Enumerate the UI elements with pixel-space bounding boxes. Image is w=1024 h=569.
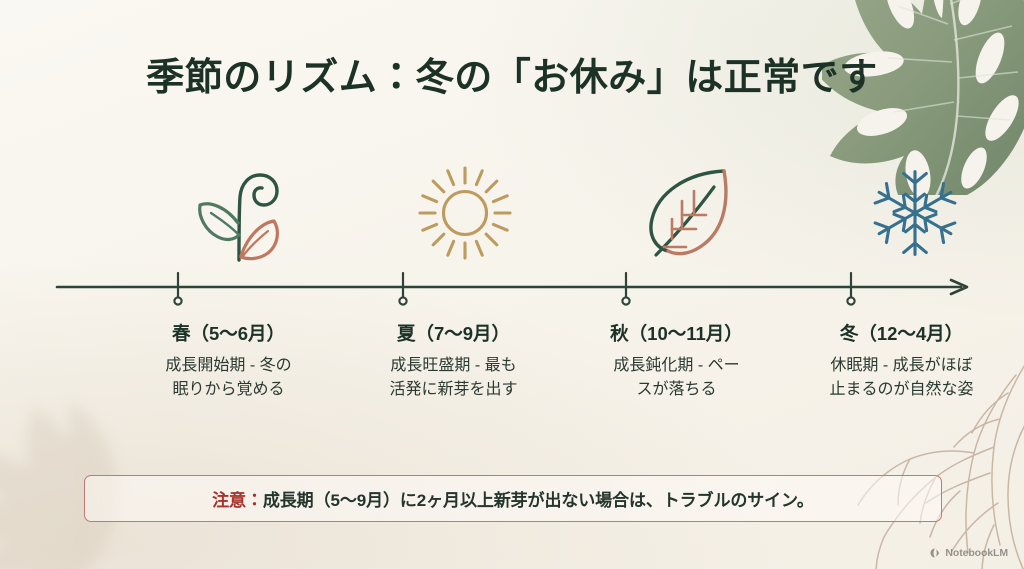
- season-body-line2-spring: 眠りから覚める: [172, 381, 285, 399]
- warning-callout-box: 注意：成長期（5〜9月）に2ヶ月以上新芽が出ない場合は、トラブルのサイン。: [84, 475, 942, 522]
- season-title-winter: 冬（12〜4月）: [839, 323, 964, 344]
- sprout-icon: [198, 172, 279, 262]
- warning-text-wrapper: 注意：成長期（5〜9月）に2ヶ月以上新芽が出ない場合は、トラブルのサイン。: [212, 486, 814, 511]
- page-title: 季節のリズム：冬の「お休み」は正常です: [146, 57, 878, 99]
- notebooklm-watermark: NotebookLM: [929, 547, 1008, 559]
- season-title-summer: 夏（7〜9月）: [396, 323, 511, 344]
- season-body-winter: 休眠期 - 成長がほぼ 止まるのが自然な姿: [794, 354, 1009, 403]
- season-body-line1-autumn: 成長鈍化期 - ペー: [613, 357, 740, 375]
- season-icon-winter: [855, 155, 975, 270]
- warning-separator: ：: [245, 491, 263, 510]
- season-body-line1-summer: 成長旺盛期 - 最も: [390, 357, 517, 375]
- season-body-line2-autumn: スが落ちる: [636, 381, 717, 399]
- notebooklm-logo-icon: [930, 548, 940, 558]
- timeline-ticks: [176, 271, 853, 299]
- warning-message: 成長期（5〜9月）に2ヶ月以上新芽が出ない場合は、トラブルのサイン。: [262, 491, 814, 510]
- season-body-spring: 成長開始期 - 冬の 眠りから覚める: [121, 354, 336, 403]
- season-icon-summer: [405, 155, 525, 270]
- timeline-arrow-icon: [949, 278, 969, 296]
- season-body-summer: 成長旺盛期 - 最も 活発に新芽を出す: [346, 354, 561, 403]
- timeline-svg: [55, 271, 969, 306]
- season-icon-autumn: [630, 155, 750, 270]
- watermark-label: NotebookLM: [945, 547, 1008, 559]
- season-caption-autumn: 秋（10〜11月） 成長鈍化期 - ペー スが落ちる: [569, 322, 784, 403]
- season-body-autumn: 成長鈍化期 - ペー スが落ちる: [569, 354, 784, 403]
- snowflake-icon: [873, 169, 957, 256]
- season-caption-summer: 夏（7〜9月） 成長旺盛期 - 最も 活発に新芽を出す: [346, 322, 561, 403]
- timeline-dots: [173, 296, 856, 306]
- timeline-axis: [55, 268, 975, 314]
- season-body-line2-summer: 活発に新芽を出す: [389, 381, 518, 399]
- leaf-icon: [649, 168, 728, 257]
- warning-label: 注意: [212, 491, 246, 510]
- season-body-line2-winter: 止まるのが自然な姿: [829, 381, 974, 399]
- season-body-line1-spring: 成長開始期 - 冬の: [165, 357, 292, 375]
- sun-icon: [418, 165, 512, 260]
- season-icon-spring: [180, 155, 300, 270]
- season-captions-row: 春（5〜6月） 成長開始期 - 冬の 眠りから覚める 夏（7〜9月） 成長旺盛期…: [58, 322, 973, 432]
- season-title-autumn: 秋（10〜11月）: [610, 323, 743, 344]
- season-icons-row: [60, 155, 965, 270]
- season-body-line1-winter: 休眠期 - 成長がほぼ: [830, 357, 973, 375]
- season-caption-winter: 冬（12〜4月） 休眠期 - 成長がほぼ 止まるのが自然な姿: [794, 322, 1009, 403]
- season-caption-spring: 春（5〜6月） 成長開始期 - 冬の 眠りから覚める: [121, 322, 336, 403]
- season-title-spring: 春（5〜6月）: [171, 323, 286, 344]
